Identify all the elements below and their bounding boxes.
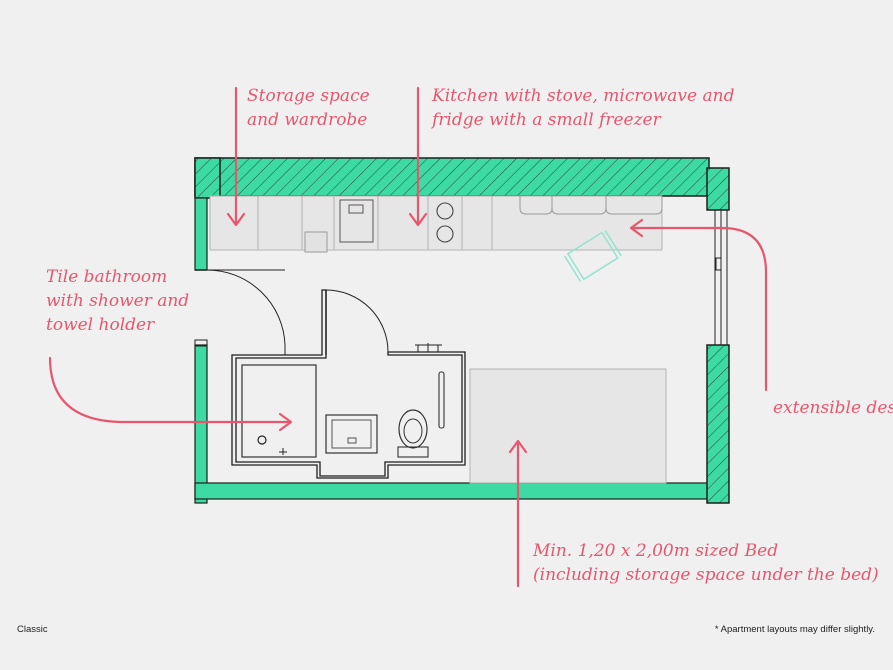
left-wall-lower — [194, 344, 208, 504]
toilet-tank — [397, 446, 429, 458]
stove-burner-1 — [436, 202, 454, 220]
storage-label-line-2: and wardrobe — [247, 110, 367, 130]
shower-head — [279, 448, 287, 455]
bathroom-label: Tile bathroom with shower and towel hold… — [46, 267, 195, 335]
stove — [427, 195, 463, 251]
storage-label-line-1: Storage space — [247, 86, 370, 106]
storage-label: Storage space and wardrobe — [247, 86, 375, 130]
layout-name: Classic — [17, 624, 48, 635]
stove-burner-2 — [436, 225, 454, 243]
sink-faucet — [348, 204, 364, 214]
bathroom-arrow — [48, 356, 293, 432]
bathroom-tap — [415, 343, 442, 352]
desk-shelf-2 — [551, 196, 607, 215]
right-wall-lower — [706, 344, 730, 504]
toilet-bowl — [398, 409, 428, 449]
shower — [241, 364, 317, 458]
desk-label: extensible desk — [773, 398, 893, 418]
fridge — [304, 231, 328, 253]
desk-chair — [563, 230, 622, 282]
bottom-wall — [194, 482, 710, 500]
bed-label: Min. 1,20 x 2,00m sized Bed (including s… — [532, 541, 879, 585]
kitchen-arrow — [408, 86, 428, 227]
wardrobe-2 — [257, 195, 303, 251]
counter-right — [461, 195, 493, 251]
desk-arrow — [629, 218, 768, 392]
kitchen-label-line-2: fridge with a small freezer — [430, 110, 662, 130]
bed — [469, 368, 667, 484]
top-right-column — [706, 167, 730, 211]
bathroom-label-line-2: with shower and — [46, 291, 189, 311]
bathroom-wall — [231, 289, 466, 479]
sink-basin — [339, 199, 374, 243]
kitchen-counter — [209, 195, 663, 253]
washbasin-tap — [347, 437, 357, 444]
top-wall — [194, 157, 710, 197]
desk-shelf-3 — [605, 196, 663, 215]
kitchen-label: Kitchen with stove, microwave and fridge… — [430, 86, 740, 130]
bed-label-line-2: (including storage space under the bed) — [533, 565, 879, 585]
bathroom — [231, 289, 466, 479]
bathroom-label-line-1: Tile bathroom — [46, 267, 167, 287]
desk-shelf-1 — [519, 196, 553, 215]
bathroom-door-swing — [325, 289, 389, 353]
toilet-seat — [403, 418, 423, 444]
bathroom-label-line-3: towel holder — [46, 315, 155, 335]
washbasin-bowl — [331, 419, 372, 449]
disclaimer: * Apartment layouts may differ slightly. — [714, 624, 875, 635]
storage-arrow — [226, 86, 246, 227]
top-left-column — [194, 157, 221, 199]
bed-label-line-1: Min. 1,20 x 2,00m sized Bed — [532, 541, 778, 561]
annotation-arrows — [48, 86, 768, 588]
window-handle — [715, 257, 722, 271]
bed-arrow — [508, 439, 528, 588]
towel-holder — [438, 371, 445, 429]
kitchen-label-line-1: Kitchen with stove, microwave and — [431, 86, 735, 106]
walls — [194, 157, 730, 504]
washbasin — [325, 414, 378, 454]
entry-door — [194, 269, 286, 355]
shower-drain — [257, 435, 267, 445]
left-wall-upper — [194, 197, 208, 271]
